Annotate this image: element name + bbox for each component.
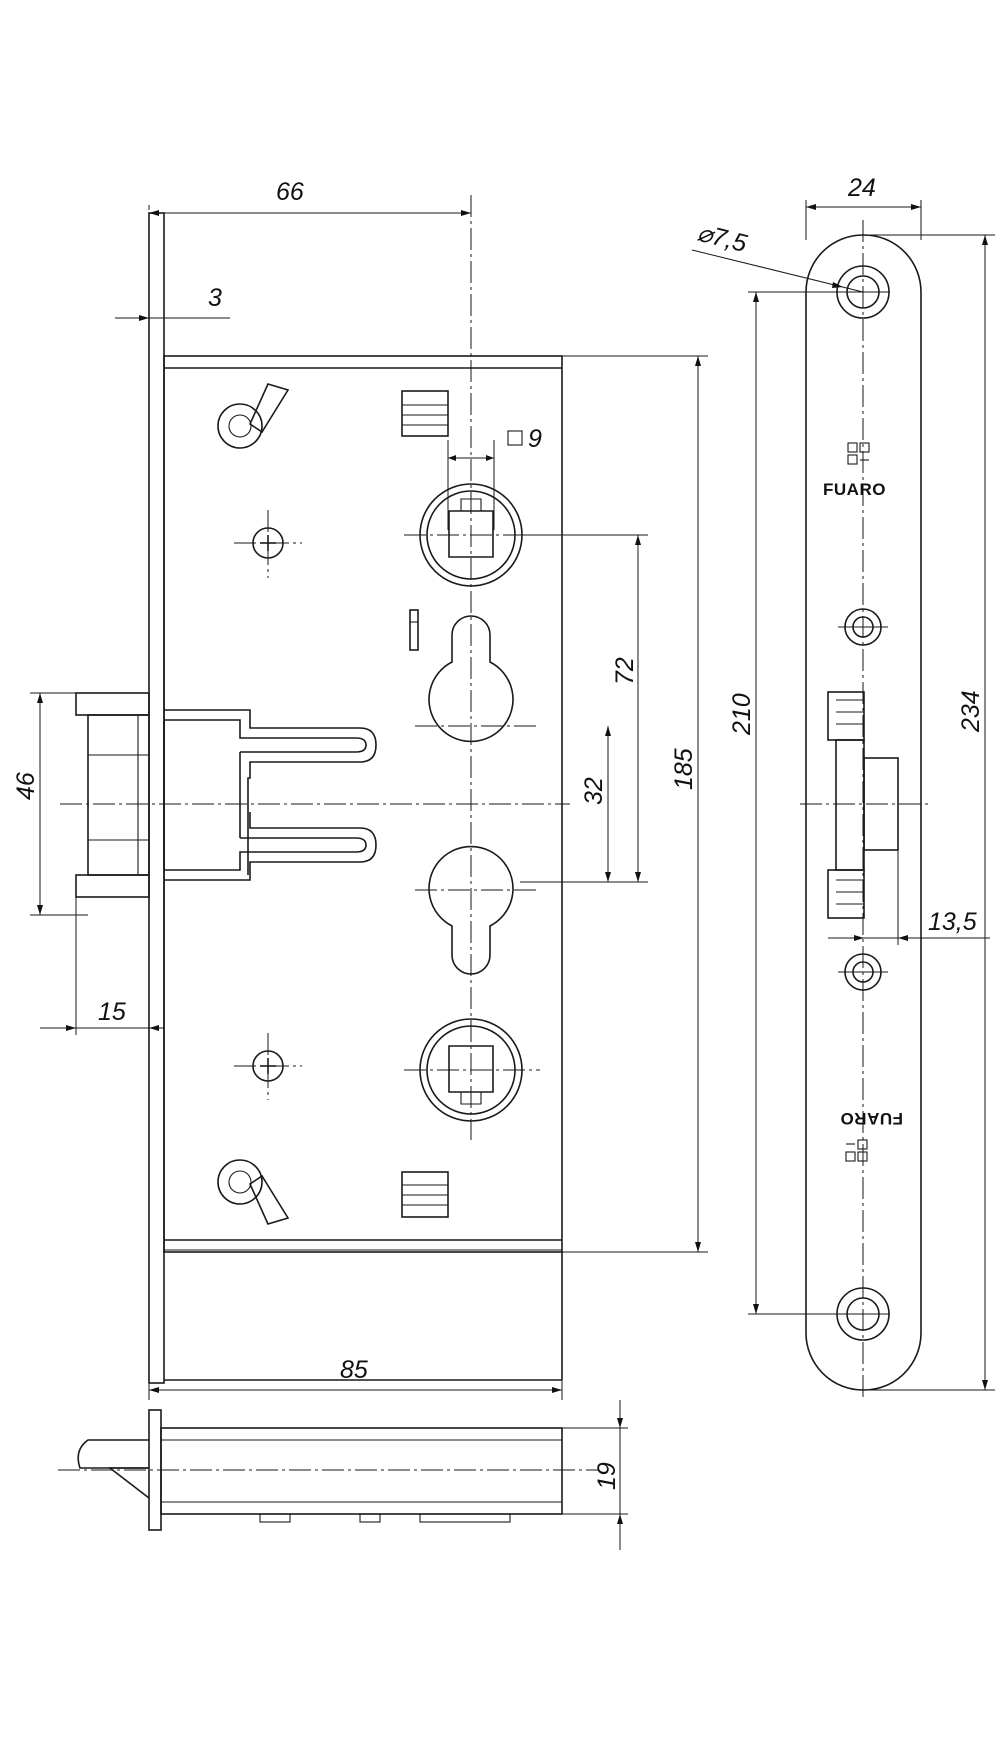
brand-label-lower: FUARO: [840, 1109, 903, 1128]
mount-hole-upper-mid: [838, 608, 888, 646]
spindle-hub-top: [404, 483, 540, 587]
screw-top: [234, 510, 302, 578]
strike-plate: FUARO FUARO: [800, 220, 930, 1400]
vent-slots-bottom: [401, 1171, 449, 1218]
dim-label-66: 66: [276, 178, 304, 206]
dim-label-210: 210: [728, 693, 756, 736]
dim-label-24: 24: [847, 174, 876, 202]
dimension-185: 185: [562, 355, 708, 1253]
dimension-diameter-7-5: ⌀7,5: [691, 219, 864, 293]
dimension-15: 15: [40, 897, 164, 1035]
rivet-bottom: [217, 1159, 290, 1225]
cylinder-cutout-top: [415, 615, 540, 743]
dim-label-185: 185: [670, 748, 698, 790]
latch-bolt: [75, 692, 377, 898]
mount-hole-lower-mid: [838, 953, 888, 991]
dimension-72: 72: [520, 534, 648, 883]
mount-hole-bottom: [835, 1287, 890, 1341]
dimension-66: 66: [148, 178, 472, 216]
dim-label-46: 46: [12, 772, 40, 800]
dimension-24: 24: [805, 174, 922, 240]
dim-label-3: 3: [208, 284, 222, 312]
dim-label-9: 9: [528, 425, 542, 453]
dim-label-13-5: 13,5: [928, 908, 977, 936]
lock-body-front-view: [148, 212, 563, 1384]
dim-label-32: 32: [580, 777, 608, 805]
dimension-3: 3: [115, 284, 230, 321]
cylinder-cutout-bottom: [415, 845, 540, 975]
brand-label-upper: FUARO: [823, 480, 886, 499]
brand-logo-lower: FUARO: [840, 1109, 903, 1162]
dimension-square-9: 9: [447, 425, 542, 530]
dim-label-85: 85: [340, 1356, 368, 1384]
dimension-210: 210: [728, 291, 836, 1315]
dimension-85: 85: [148, 1356, 563, 1400]
screw-bottom: [234, 1033, 302, 1100]
diameter-dimension-text: ⌀7,5: [695, 219, 750, 258]
dim-label-15: 15: [98, 998, 126, 1026]
dimension-46: 46: [12, 692, 88, 916]
brand-logo-upper: FUARO: [823, 442, 886, 499]
dimension-234: 234: [870, 234, 995, 1391]
rivet-top: [217, 383, 290, 449]
spindle-hub-bottom: [404, 1018, 540, 1122]
strike-latch-pocket: [800, 691, 930, 919]
dim-label-234: 234: [957, 690, 985, 733]
vent-slots-top: [401, 390, 449, 437]
dimension-13-5: 13,5: [828, 850, 990, 945]
dim-label-7-5: 7,5: [709, 222, 750, 258]
stop-pin: [409, 609, 419, 651]
lock-faceplate-edge: [148, 212, 165, 1384]
dimension-19: 19: [562, 1400, 628, 1550]
dimension-32: 32: [580, 726, 611, 882]
dim-label-19: 19: [593, 1462, 621, 1490]
dim-label-72: 72: [611, 657, 639, 685]
lock-bottom-view: [58, 1409, 598, 1531]
